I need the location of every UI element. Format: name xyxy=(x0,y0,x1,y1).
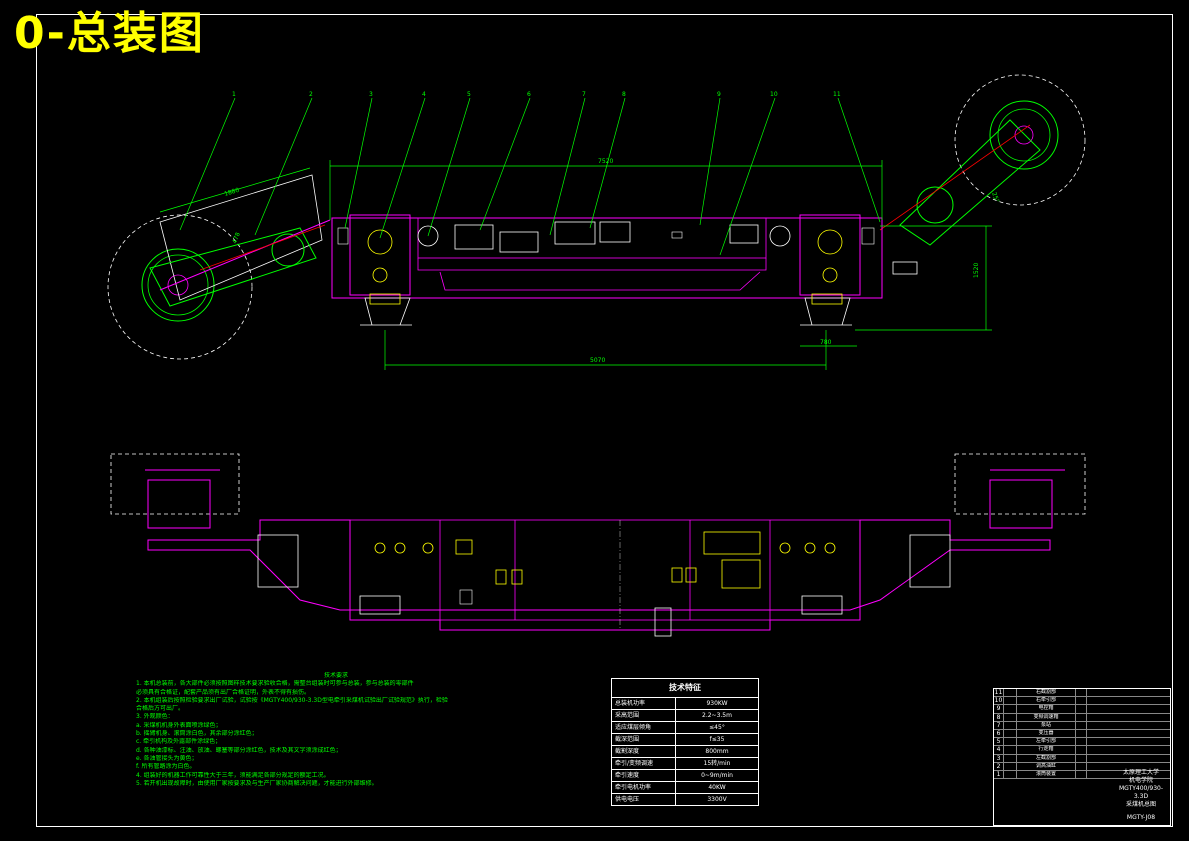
dimension-lines xyxy=(159,160,992,370)
right-ranging-arm xyxy=(899,119,1041,246)
dim-height: 1520 xyxy=(973,263,980,278)
dim-overall-length: 7520 xyxy=(598,158,613,165)
tech-note-line: 5. 若开机出现故障时，由使用厂家按要求及与生产厂家协商解决问题，才能进行外部维… xyxy=(136,779,378,787)
callout-10: 10 xyxy=(770,91,778,98)
spec-table-heading: 技术特征 xyxy=(612,679,758,698)
spec-row: 适应煤层倾角≤45° xyxy=(612,722,758,734)
technical-requirements-heading: 技术要求 xyxy=(323,672,348,679)
drawing-code: MGTY-J08 xyxy=(1126,814,1156,821)
callout-9: 9 xyxy=(717,91,721,98)
tech-note-line: d. 各种油漆标、注油、放油、螺塞等部分涂红色，技术及其文字须涂成红色； xyxy=(136,746,342,754)
callout-1: 1 xyxy=(232,91,236,98)
tech-note-line: 必须具有合格证，配套产品须有出厂合格证明，外表不得有损伤。 xyxy=(136,688,311,696)
dim-base-length: 5070 xyxy=(590,357,605,364)
drawing-title: 0-总装图 xyxy=(14,8,205,59)
callout-8: 8 xyxy=(622,91,626,98)
title-block-info: 太原理工大学 机电学院 MGTY400/930-3.3D 采煤机总图 xyxy=(1112,769,1170,809)
tech-note-line: 2. 本机组装后按照检验要求出厂试验，试验按《MGTY400/930-3.3D型… xyxy=(136,696,448,704)
machine-body-plan xyxy=(147,519,1051,631)
tech-note-line: f. 所有管路涂为白色。 xyxy=(136,763,196,771)
callout-numbers: 1 2 3 4 5 6 7 8 9 10 11 xyxy=(232,91,841,98)
model: MGTY400/930-3.3D xyxy=(1118,785,1164,800)
callout-2: 2 xyxy=(309,91,313,98)
plan-view xyxy=(110,453,1086,637)
callout-7: 7 xyxy=(582,91,586,98)
callout-3: 3 xyxy=(369,91,373,98)
callout-11: 11 xyxy=(833,91,841,98)
college: 机电学院 xyxy=(1128,777,1153,784)
left-drum xyxy=(141,248,215,322)
drawing-frame xyxy=(36,14,1173,827)
tech-note-line: b. 摇臂机身、滚筒涂白色，其余部分涂红色； xyxy=(136,730,258,738)
right-drum xyxy=(989,100,1059,170)
elevation-view xyxy=(107,74,1086,360)
callout-5: 5 xyxy=(467,91,471,98)
dim-arm-length: 1880 xyxy=(224,187,241,198)
right-drum-plan xyxy=(989,479,1053,529)
tech-note-line: 3. 外观颜色： xyxy=(136,713,174,721)
left-drum-plan xyxy=(147,479,211,529)
dimension-labels: 7520 5070 780 1520 1880 478 25° xyxy=(224,158,1001,364)
tech-note-line: 4. 组装好的机器工作可靠性大于三年，须能满足各部分规定的额定工况。 xyxy=(136,771,330,779)
left-drum-cut-circle xyxy=(107,214,253,360)
right-guide-shoe xyxy=(800,297,852,326)
dim-arm-height: 478 xyxy=(231,231,242,244)
right-drum-cut-circle xyxy=(954,74,1086,206)
left-arm-outline xyxy=(159,174,323,301)
tech-note-line: a. 采煤机机身外表面喷涂绿色； xyxy=(136,721,222,729)
technical-requirements: 技术要求 1. 本机总装前，各大部件必须按照图样技术要求验收合格，需整台组装时可… xyxy=(136,672,496,788)
dim-right-width: 780 xyxy=(820,339,832,346)
callout-6: 6 xyxy=(527,91,531,98)
tech-note-line: e. 各油管接头为黄色； xyxy=(136,754,198,762)
tech-note-line: 1. 本机总装前，各大部件必须按照图样技术要求验收合格，需整台组装时可参与总装，… xyxy=(136,680,414,688)
tech-note-line: c. 牵引机构及外露部件涂绿色； xyxy=(136,738,222,746)
callout-leaders xyxy=(179,97,881,256)
drawing-name: 采煤机总图 xyxy=(1125,801,1156,808)
callout-4: 4 xyxy=(422,91,426,98)
left-guide-shoe xyxy=(360,297,412,326)
tech-note-line: 合格后方可出厂。 xyxy=(136,705,185,713)
left-ranging-arm xyxy=(149,227,317,307)
institution: 太原理工大学 xyxy=(1122,769,1159,776)
dim-angle: 25° xyxy=(990,191,1000,203)
